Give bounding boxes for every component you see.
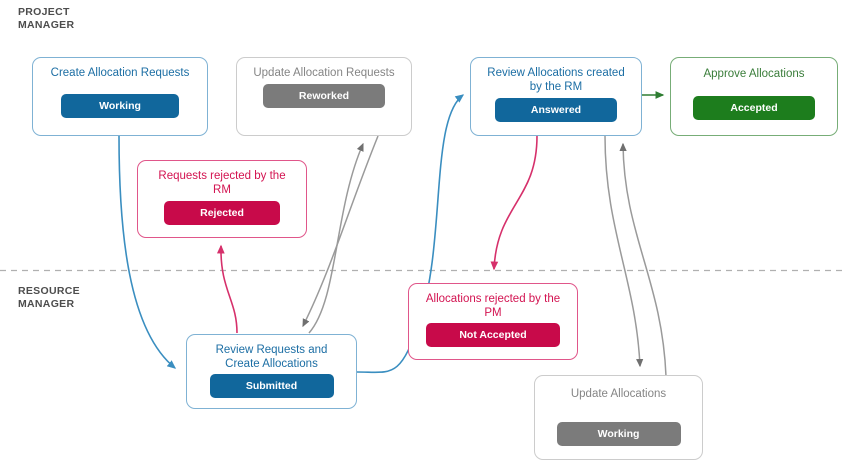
node-title-create-allocation-requests: Create Allocation Requests [50,67,190,79]
node-title-review-requests-and-create-allocations: Review Requests and Create Allocations [215,344,328,370]
node-title-update-allocation-requests: Update Allocation Requests [253,67,395,79]
edge-review-allocations-to-rejected-by-pm [490,135,538,271]
node-title-update-allocations: Update Allocations [570,388,667,400]
lane-label-resource-manager: RESOURCE MANAGER [18,285,80,310]
node-update-allocations[interactable]: Update Allocations Working [534,375,703,460]
edge-review-allocations-to-update-allocations [604,135,644,368]
status-badge-reworked[interactable]: Reworked [263,84,385,108]
status-badge-working-rm[interactable]: Working [556,422,681,446]
edge-update-allocation-requests-to-review-requests [302,135,379,328]
node-allocations-rejected-by-pm[interactable]: Allocations rejected by the PM Not Accep… [408,283,578,360]
edge-update-allocations-to-review-allocations [619,142,667,377]
status-badge-submitted[interactable]: Submitted [209,374,334,398]
status-badge-rejected[interactable]: Rejected [164,201,280,225]
node-approve-allocations[interactable]: Approve Allocations Accepted [670,57,838,136]
node-requests-rejected-by-rm[interactable]: Requests rejected by the RM Rejected [137,160,307,238]
edge-review-requests-to-rejected-by-rm [216,244,238,334]
status-badge-working-pm[interactable]: Working [61,94,179,118]
status-badge-answered[interactable]: Answered [495,98,617,122]
edge-review-requests-to-update-allocation-requests [308,142,364,334]
node-review-requests-and-create-allocations[interactable]: Review Requests and Create Allocations S… [186,334,357,409]
node-create-allocation-requests[interactable]: Create Allocation Requests Working [32,57,208,136]
status-badge-accepted[interactable]: Accepted [693,96,815,120]
node-update-allocation-requests[interactable]: Update Allocation Requests Reworked [236,57,412,136]
node-title-allocations-rejected-by-pm: Allocations rejected by the PM [425,293,561,319]
status-badge-not-accepted[interactable]: Not Accepted [426,323,560,347]
node-review-allocations-created-by-rm[interactable]: Review Allocations created by the RM Ans… [470,57,642,136]
lane-label-project-manager: PROJECT MANAGER [18,6,75,31]
node-title-review-allocations-created-by-rm: Review Allocations created by the RM [487,67,625,93]
node-title-approve-allocations: Approve Allocations [703,68,805,80]
node-title-requests-rejected-by-rm: Requests rejected by the RM [158,170,286,196]
